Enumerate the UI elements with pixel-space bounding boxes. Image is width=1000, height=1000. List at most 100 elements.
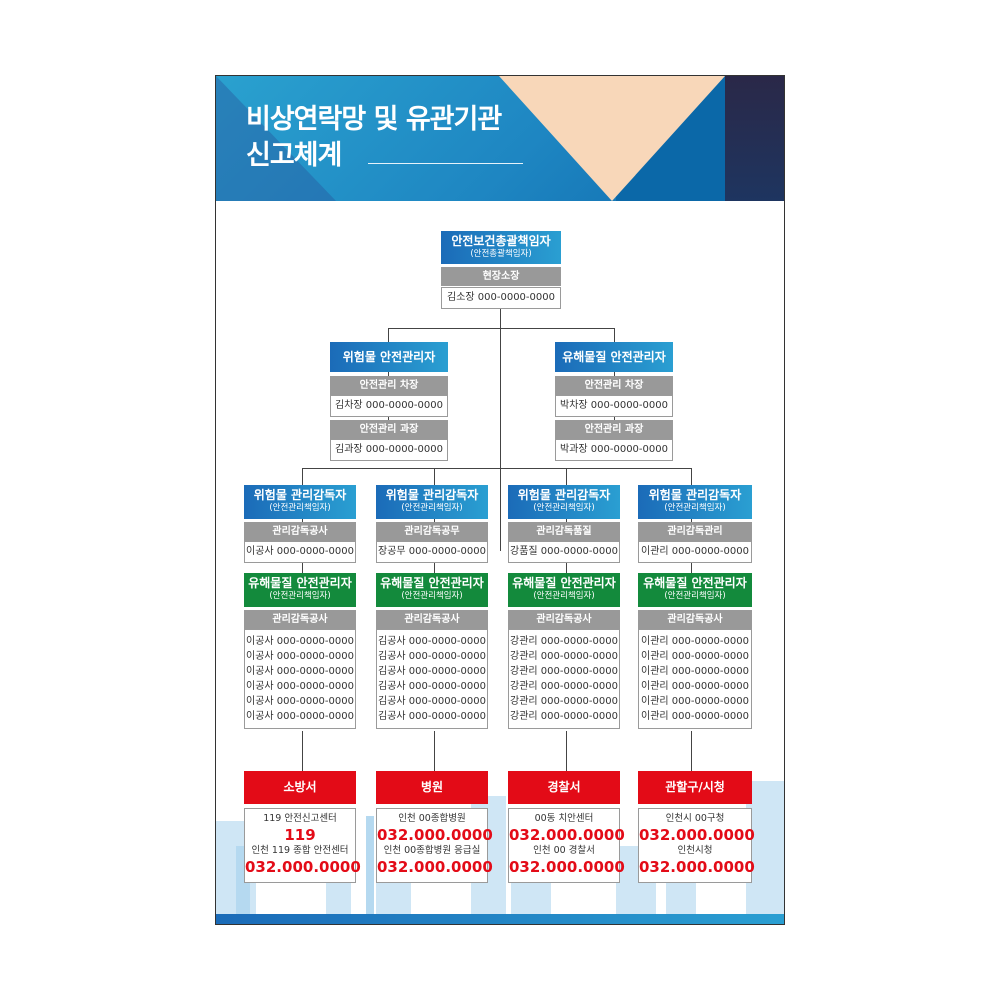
manager-box-hazard: 위험물 안전관리자 (330, 342, 448, 372)
manager-contact: 김차장 000-0000-0000 (330, 395, 448, 417)
supervisor-contact: 장공무 000-0000-0000 (376, 541, 488, 563)
supervisor-role: 관리감독공사 (244, 522, 356, 541)
list-item: 이공사 000-0000-0000 (246, 711, 354, 722)
agency-header-police: 경찰서 (508, 771, 620, 804)
list-item: 이관리 000-0000-0000 (641, 651, 749, 662)
agency-header-fire: 소방서 (244, 771, 356, 804)
hazmat-subtitle: (안전관리책임자) (401, 591, 463, 601)
supervisor-subtitle: (안전관리책임자) (533, 503, 595, 513)
hazmat-subtitle: (안전관리책임자) (269, 591, 331, 601)
agency-contact-box: 00동 치안센터 032.000.0000 인천 00 경찰서 032.000.… (508, 808, 625, 883)
agency-label: 인천 00종합병원 (398, 813, 466, 824)
hazmat-contact-list: 이관리 000-0000-0000 이관리 000-0000-0000 이관리 … (638, 629, 752, 729)
connector (614, 328, 615, 342)
agency-label: 인천 00 경찰서 (533, 845, 595, 856)
agency-contact-box: 인천시 00구청 032.000.0000 인천시청 032.000.0000 (638, 808, 755, 883)
footer-bar (216, 914, 784, 924)
agency-label: 119 안전신고센터 (263, 813, 337, 824)
title-line-2: 신고체계 (246, 140, 342, 171)
hazmat-contact-list: 강관리 000-0000-0000 강관리 000-0000-0000 강관리 … (508, 629, 620, 729)
manager-contact: 김과장 000-0000-0000 (330, 439, 448, 461)
top-manager-subtitle: (안전총괄책임자) (470, 249, 532, 259)
supervisor-title: 위험물 관리감독자 (648, 488, 742, 502)
connector (302, 731, 303, 771)
supervisor-subtitle: (안전관리책임자) (269, 503, 331, 513)
top-manager-title: 안전보건총괄책임자 (451, 234, 551, 248)
list-item: 김공사 000-0000-0000 (378, 696, 486, 707)
supervisor-subtitle: (안전관리책임자) (664, 503, 726, 513)
manager-branch-line (388, 328, 615, 329)
agency-number: 032.000.0000 (245, 858, 361, 876)
agency-label: 인천 00종합병원 응급실 (383, 845, 481, 856)
hazmat-role: 관리감독공사 (376, 610, 488, 629)
list-item: 김공사 000-0000-0000 (378, 636, 486, 647)
agency-number: 032.000.0000 (639, 826, 755, 844)
agency-label: 인천시 00구청 (665, 813, 725, 824)
supervisor-box: 위험물 관리감독자 (안전관리책임자) (376, 485, 488, 519)
page-title: 비상연락망 및 유관기관 신고체계 (246, 102, 502, 174)
connector (388, 328, 389, 342)
top-contact: 김소장 000-0000-0000 (441, 287, 561, 309)
hazmat-subtitle: (안전관리책임자) (533, 591, 595, 601)
supervisor-contact: 강품질 000-0000-0000 (508, 541, 620, 563)
hazmat-box: 유해물질 안전관리자 (안전관리책임자) (508, 573, 620, 607)
connector (434, 468, 435, 486)
agency-number: 119 (284, 826, 316, 844)
supervisor-box: 위험물 관리감독자 (안전관리책임자) (508, 485, 620, 519)
list-item: 강관리 000-0000-0000 (510, 696, 618, 707)
list-item: 이공사 000-0000-0000 (246, 666, 354, 677)
supervisor-role: 관리감독공무 (376, 522, 488, 541)
supervisor-title: 위험물 관리감독자 (385, 488, 479, 502)
supervisor-box: 위험물 관리감독자 (안전관리책임자) (244, 485, 356, 519)
list-item: 이공사 000-0000-0000 (246, 651, 354, 662)
manager-role: 안전관리 차장 (330, 376, 448, 395)
list-item: 김공사 000-0000-0000 (378, 681, 486, 692)
title-underline (368, 163, 523, 164)
agency-contact-box: 인천 00종합병원 032.000.0000 인천 00종합병원 응급실 032… (376, 808, 493, 883)
header-peach-triangle (499, 76, 725, 201)
manager-contact: 박차장 000-0000-0000 (555, 395, 673, 417)
hazmat-title: 유해물질 안전관리자 (248, 576, 352, 590)
connector (691, 731, 692, 771)
hazmat-contact-list: 이공사 000-0000-0000 이공사 000-0000-0000 이공사 … (244, 629, 356, 729)
header-navy-panel (725, 76, 784, 201)
hazmat-box: 유해물질 안전관리자 (안전관리책임자) (638, 573, 752, 607)
header-shade (216, 76, 336, 201)
manager-role: 안전관리 과장 (330, 420, 448, 439)
supervisor-box: 위험물 관리감독자 (안전관리책임자) (638, 485, 752, 519)
list-item: 강관리 000-0000-0000 (510, 666, 618, 677)
poster: 비상연락망 및 유관기관 신고체계 안전보건총괄책임자 (안 (215, 75, 785, 925)
hazmat-box: 유해물질 안전관리자 (안전관리책임자) (376, 573, 488, 607)
top-manager-box: 안전보건총괄책임자 (안전총괄책임자) (441, 231, 561, 264)
column-branch-line (302, 468, 691, 469)
manager-contact: 박과장 000-0000-0000 (555, 439, 673, 461)
list-item: 이공사 000-0000-0000 (246, 636, 354, 647)
hazmat-role: 관리감독공사 (508, 610, 620, 629)
agency-header-city-hall: 관할구/시청 (638, 771, 752, 804)
list-item: 이관리 000-0000-0000 (641, 681, 749, 692)
list-item: 이공사 000-0000-0000 (246, 681, 354, 692)
connector (302, 468, 303, 486)
connector (566, 468, 567, 486)
list-item: 이관리 000-0000-0000 (641, 636, 749, 647)
agency-number: 032.000.0000 (377, 858, 493, 876)
hazmat-title: 유해물질 안전관리자 (380, 576, 484, 590)
list-item: 강관리 000-0000-0000 (510, 681, 618, 692)
top-role-label: 현장소장 (441, 267, 561, 286)
manager-role: 안전관리 차장 (555, 376, 673, 395)
agency-number: 032.000.0000 (639, 858, 755, 876)
supervisor-title: 위험물 관리감독자 (517, 488, 611, 502)
title-line-1: 비상연락망 및 유관기관 (246, 104, 502, 135)
agency-number: 032.000.0000 (509, 858, 625, 876)
supervisor-role: 관리감독관리 (638, 522, 752, 541)
connector (691, 468, 692, 486)
list-item: 이공사 000-0000-0000 (246, 696, 354, 707)
supervisor-title: 위험물 관리감독자 (253, 488, 347, 502)
hazmat-contact-list: 김공사 000-0000-0000 김공사 000-0000-0000 김공사 … (376, 629, 488, 729)
trunk-line (500, 301, 501, 551)
list-item: 김공사 000-0000-0000 (378, 711, 486, 722)
hazmat-box: 유해물질 안전관리자 (안전관리책임자) (244, 573, 356, 607)
agency-header-hospital: 병원 (376, 771, 488, 804)
supervisor-contact: 이공사 000-0000-0000 (244, 541, 356, 563)
hazmat-role: 관리감독공사 (638, 610, 752, 629)
